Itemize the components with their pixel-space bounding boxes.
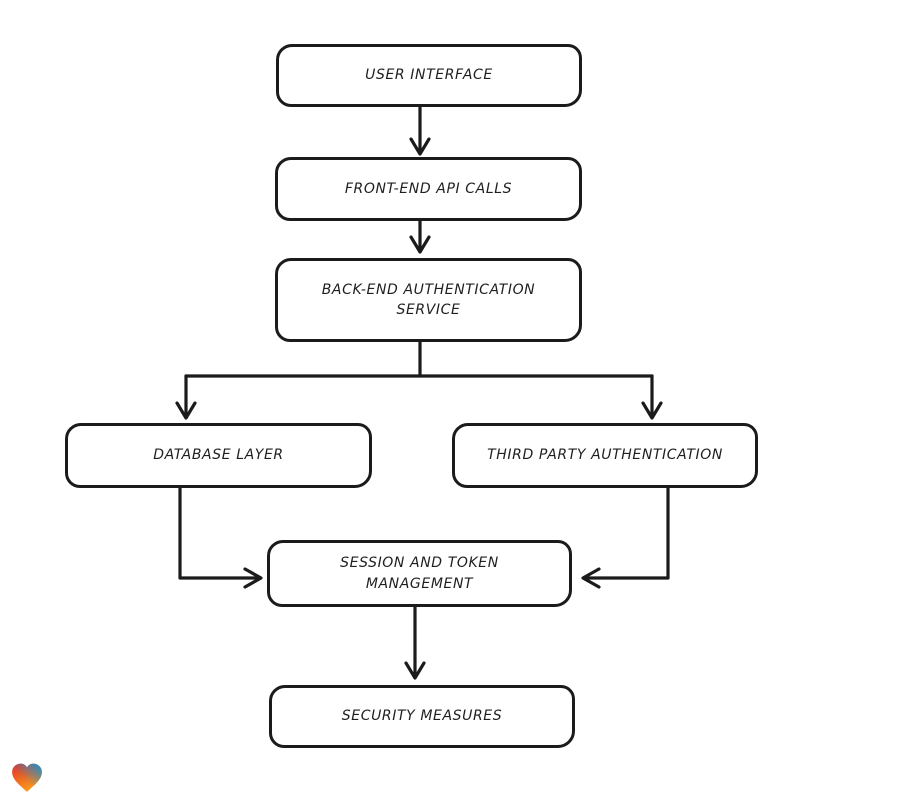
node-third-party-auth[interactable]: THIRD PARTY AUTHENTICATION [452, 423, 758, 488]
edge-backend-split [184, 340, 654, 378]
node-security-measures[interactable]: SECURITY MEASURES [269, 685, 575, 748]
edge-database-to-session [178, 486, 263, 589]
node-label: SECURITY MEASURES [341, 708, 503, 725]
node-back-end-auth-service[interactable]: BACK-END AUTHENTICATION SERVICE [275, 258, 582, 342]
node-session-token-management[interactable]: SESSION AND TOKEN MANAGEMENT [267, 540, 572, 607]
node-label: DATABASE LAYER [153, 447, 284, 464]
edge-split-to-thirdparty [641, 374, 663, 420]
node-database-layer[interactable]: DATABASE LAYER [65, 423, 372, 488]
node-label: SESSION AND TOKEN MANAGEMENT [340, 555, 499, 592]
node-label: USER INTERFACE [365, 67, 493, 84]
node-label: BACK-END AUTHENTICATION SERVICE [321, 281, 536, 318]
node-label: FRONT-END API CALLS [344, 180, 513, 197]
node-user-interface[interactable]: USER INTERFACE [276, 44, 582, 107]
edge-ui-to-frontend [409, 105, 431, 156]
gradient-heart-logo[interactable] [10, 761, 44, 795]
edge-split-to-database [175, 374, 197, 420]
edge-frontend-to-backend [409, 219, 431, 254]
edge-thirdparty-to-session [581, 486, 670, 589]
node-label: THIRD PARTY AUTHENTICATION [487, 447, 723, 464]
node-front-end-api-calls[interactable]: FRONT-END API CALLS [275, 157, 582, 221]
edge-session-to-security [404, 605, 426, 680]
